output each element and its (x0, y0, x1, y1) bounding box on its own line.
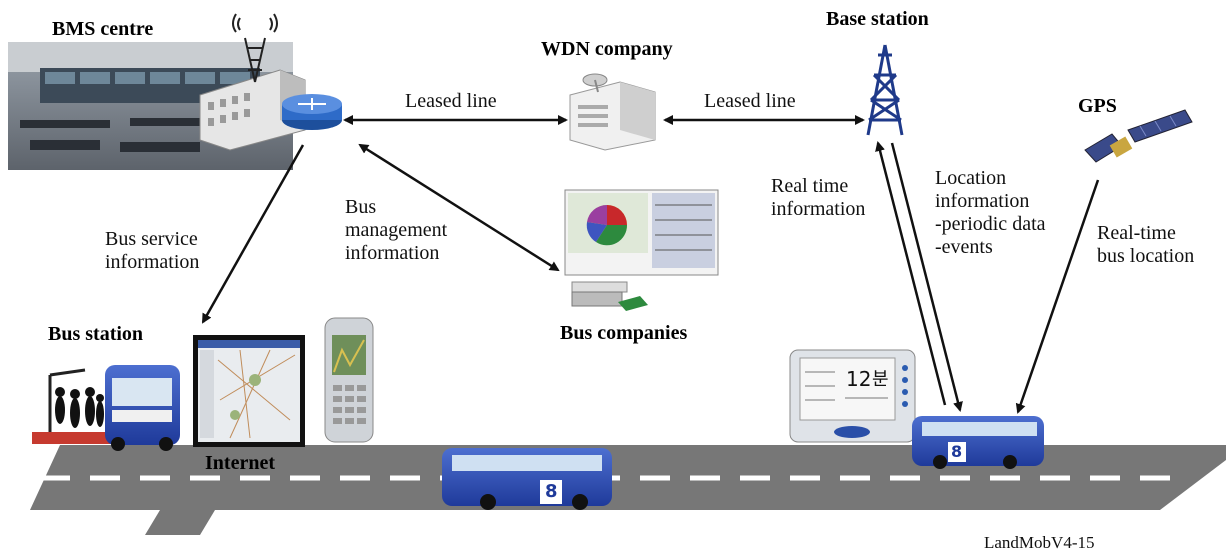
gps-title: GPS (1078, 95, 1117, 117)
wdn-company-title: WDN company (541, 38, 673, 60)
gps-satellite-icon (1084, 109, 1193, 163)
middle-bus-number: 8 (545, 481, 558, 502)
location-information-label: Location information -periodic data -eve… (935, 167, 1046, 258)
bus-on-road-right (912, 416, 1044, 469)
figure-credit: LandMobV4-15 (984, 533, 1095, 552)
real-time-bus-location-label: Real-time bus location (1097, 222, 1195, 267)
base-station-tower-icon (866, 44, 904, 136)
bus-service-information-label: Bus service information (105, 228, 200, 273)
leased-line-left-label: Leased line (405, 90, 497, 112)
leased-line-right-label: Leased line (704, 90, 796, 112)
wdn-server-icon (569, 73, 656, 151)
bus-station-title: Bus station (48, 323, 144, 345)
bus-terminal-device (789, 349, 916, 443)
base-station-title: Base station (826, 8, 929, 30)
bms-centre-room-image (8, 42, 293, 170)
router-icon (282, 94, 342, 130)
terminal-time-number: 12 (846, 367, 872, 391)
bms-building-icon (199, 13, 306, 151)
terminal-time-unit: 분 (872, 369, 889, 390)
bus-on-road-middle (442, 448, 612, 510)
real-time-information-label: Real time information (771, 175, 866, 220)
mobile-phone-icon (324, 317, 374, 443)
internet-title: Internet (205, 452, 275, 474)
bus-management-information-label: Bus management information (345, 196, 448, 264)
arrows (201, 115, 1100, 414)
internet-monitor-icon (193, 335, 305, 447)
bus-companies-title: Bus companies (560, 322, 688, 344)
right-bus-number: 8 (951, 442, 963, 461)
bms-centre-title: BMS centre (52, 18, 154, 40)
bus-station-scene (32, 365, 180, 451)
bus-companies-pc-icon (564, 189, 719, 311)
